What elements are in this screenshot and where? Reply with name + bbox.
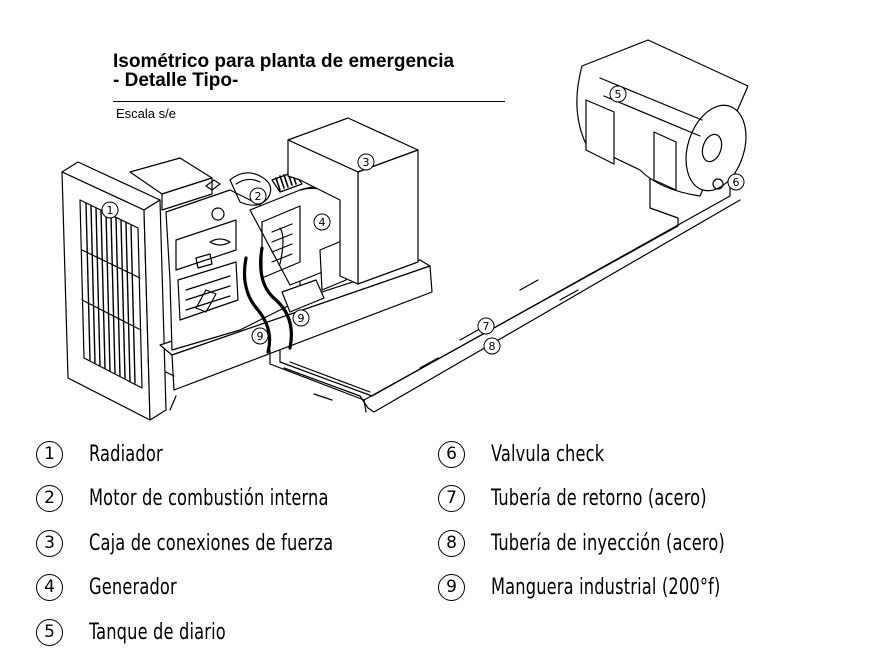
legend-number: 1 (36, 440, 63, 468)
callout-2: 2 (249, 187, 267, 205)
piping (269, 67, 741, 413)
svg-text:9: 9 (257, 330, 264, 343)
callout-1: 1 (101, 201, 119, 219)
callout-9a: 9 (251, 327, 269, 345)
svg-text:7: 7 (483, 320, 490, 333)
legend-label: Valvula check (491, 441, 605, 467)
legend-number: 9 (438, 573, 465, 601)
title-line-1: Isométrico para planta de emergencia (113, 51, 455, 72)
legend-item: 9 Manguera industrial (200°f) (438, 570, 771, 604)
svg-text:4: 4 (319, 216, 326, 229)
legend-number: 6 (438, 440, 465, 468)
industrial-hoses (242, 246, 293, 354)
callout-4: 4 (313, 213, 331, 231)
svg-text:2: 2 (255, 190, 262, 203)
svg-text:9: 9 (298, 312, 305, 325)
svg-text:5: 5 (615, 88, 622, 101)
legend-item: 4 Generador (36, 570, 196, 604)
legend-label: Tanque de diario (89, 619, 226, 645)
title-line-2: - Detalle Tipo- (113, 70, 239, 91)
callout-9b: 9 (292, 309, 310, 327)
legend-label: Motor de combustión interna (89, 485, 329, 511)
day-tank (576, 39, 749, 197)
legend-number: 4 (36, 573, 63, 601)
legend-item: 6 Valvula check (438, 437, 629, 471)
legend-item: 2 Motor de combustión interna (36, 481, 381, 515)
legend-item: 7 Tubería de retorno (acero) (438, 481, 754, 515)
legend-label: Tubería de inyección (acero) (491, 530, 725, 556)
legend-item: 5 Tanque de diario (36, 615, 256, 649)
legend-number: 5 (36, 618, 63, 646)
svg-text:6: 6 (733, 176, 740, 189)
legend-label: Radiador (89, 441, 163, 467)
title-block: Isométrico para planta de emergencia - D… (113, 52, 505, 90)
scale-label: Escala s/e (116, 106, 176, 121)
callout-6: 6 (727, 173, 745, 191)
callout-5: 5 (609, 85, 627, 103)
legend-number: 8 (438, 529, 465, 557)
legend-number: 3 (36, 529, 63, 557)
callout-8: 8 (483, 337, 501, 355)
svg-text:8: 8 (489, 340, 496, 353)
legend-item: 1 Radiador (36, 437, 179, 471)
legend-label: Caja de conexiones de fuerza (89, 530, 334, 556)
callout-markers: 1 2 3 4 5 6 7 8 9 9 (101, 85, 745, 355)
svg-text:3: 3 (363, 156, 370, 169)
svg-text:1: 1 (107, 204, 114, 217)
legend-number: 7 (438, 484, 465, 512)
hose-box (281, 279, 325, 313)
title-underline (113, 101, 505, 102)
legend-label: Manguera industrial (200°f) (491, 574, 721, 600)
power-connection-box (287, 117, 419, 285)
legend-label: Tubería de retorno (acero) (491, 485, 707, 511)
radiator (61, 161, 167, 421)
legend-number: 2 (36, 484, 63, 512)
legend-label: Generador (89, 574, 177, 600)
legend-item: 8 Tubería de inyección (acero) (438, 526, 776, 560)
callout-7: 7 (477, 317, 495, 335)
callout-3: 3 (357, 153, 375, 171)
legend-item: 3 Caja de conexiones de fuerza (36, 526, 387, 560)
isometric-drawing: 1 2 3 4 5 6 7 8 9 9 (61, 39, 749, 421)
